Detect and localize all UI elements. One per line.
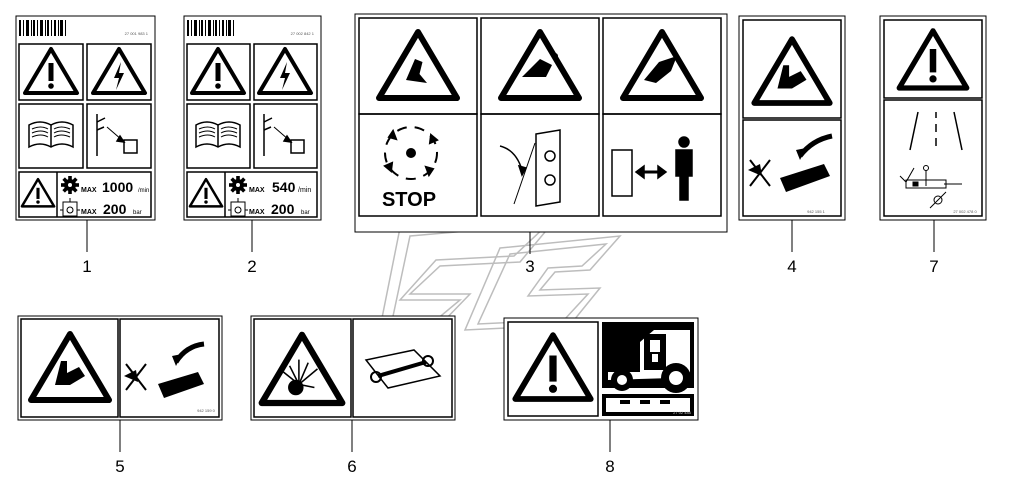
decal-2: 27 002 842 1 MAX 540 /min MAX 200 bar 2 [183,15,322,276]
decal-7: 27 002 478 0 7 [879,15,987,276]
decal-1-pressure-unit: bar [133,210,142,216]
barcode [19,20,66,36]
decal-4: 942 155 1 4 [738,15,846,276]
decal-1-pressure-value: 200 [103,201,127,217]
decal-3: STOP 3 [354,13,728,276]
decal-1-pressure-max-label: MAX [81,209,97,216]
manual-wrench-icon [364,349,442,389]
gear-icon [61,176,79,194]
keep-distance-icon [263,114,305,156]
decal-6: 6 [250,315,456,476]
decal-5: 942 159 0 5 [17,315,223,476]
decal-4-code: 942 155 1 [807,209,826,214]
guard-door-icon [499,129,561,207]
lever-control-icon [899,165,962,209]
crushing-hand-icon [31,334,109,400]
hand-cut-hazard-icon [379,32,457,98]
decal-7-number: 7 [929,257,938,276]
road-lane-icon [909,111,963,151]
barcode [187,20,234,36]
decal-1: 27 001 983 1 MAX 1000 /min MAX 200 bar 1 [15,15,156,276]
crushing-hand-icon [754,39,829,103]
stop-text: STOP [382,189,436,211]
decal-8-number: 8 [605,457,614,476]
decal-2-pressure-unit: bar [301,210,310,216]
decal-5-code: 942 159 0 [197,408,216,413]
decal-1-speed-max-label: MAX [81,187,97,194]
keep-distance-icon [96,114,138,156]
decal-4-number: 4 [787,257,796,276]
crush-hazard-icon [623,32,701,98]
decal-1-speed-unit: /min [138,188,149,194]
explosion-hazard-icon [262,335,343,403]
tractor-cab-icon [602,330,694,412]
decal-2-speed-value: 540 [272,179,296,195]
decal-7-code: 27 002 478 0 [953,209,977,214]
decal-2-speed-unit: /min [298,187,311,194]
decal-2-number: 2 [247,257,256,276]
no-hands-crushing-icon [748,133,833,192]
decal-1-number: 1 [82,257,91,276]
safe-distance-icon [611,136,693,201]
decal-1-code: 27 001 983 1 [125,31,149,36]
decal-8: 27 02 485 8 [503,317,699,476]
decal-2-code: 27 002 842 1 [291,31,315,36]
decal-1-speed-value: 1000 [102,179,133,195]
decal-3-number: 3 [525,257,534,276]
decal-5-number: 5 [115,457,124,476]
decal-2-pressure-max-label: MAX [249,209,265,216]
gear-icon [229,176,247,194]
decal-2-speed-max-label: MAX [249,187,265,194]
decal-8-code: 27 02 485 [673,410,692,415]
no-hands-crushing-icon [124,341,205,398]
decal-2-pressure-value: 200 [271,201,295,217]
decal-6-number: 6 [347,457,356,476]
thrown-object-hazard-icon [501,32,579,98]
rotating-blades-icon [383,126,439,180]
